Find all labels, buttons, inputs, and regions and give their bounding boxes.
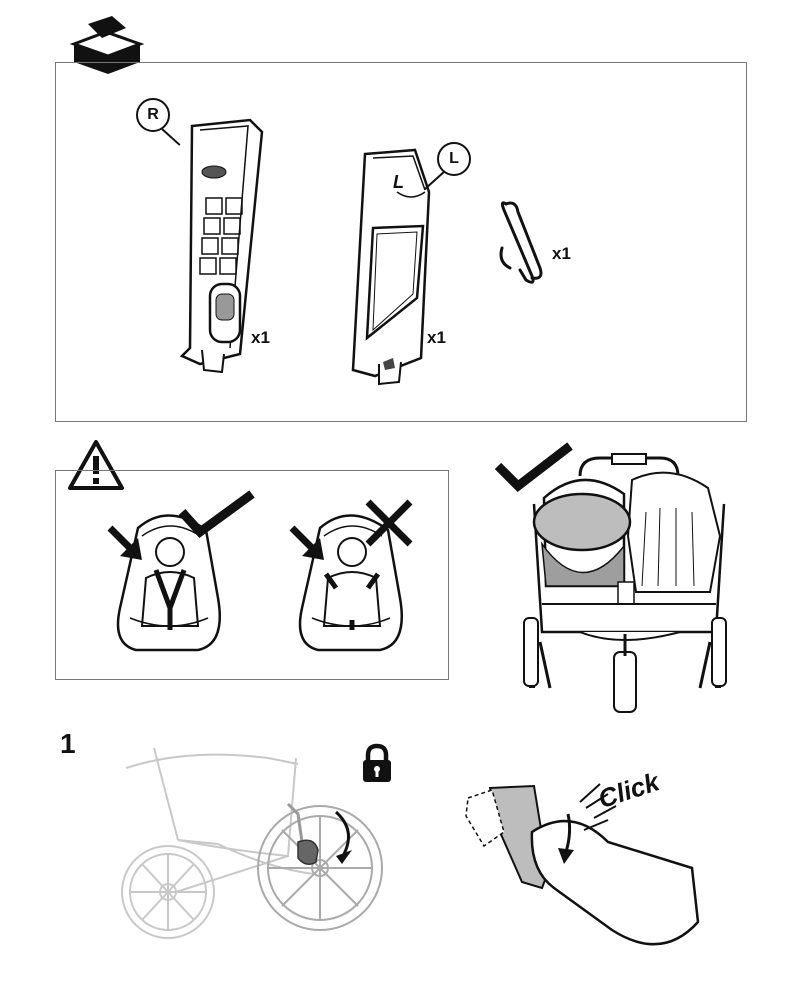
pointer-arrow-icon [289, 525, 324, 560]
left-adapter-drawing [351, 148, 431, 386]
clip-drawing [499, 201, 543, 284]
car-seat-correct-harness [116, 514, 222, 652]
right-adapter-quantity: x1 [251, 328, 270, 347]
warning-icon [68, 440, 124, 490]
box-icon [69, 16, 145, 74]
pointer-arrow-icon [107, 525, 142, 560]
clip-quantity: x1 [552, 244, 571, 263]
foot-pressing-brake-drawing [465, 783, 700, 946]
right-adapter-drawing [179, 118, 264, 374]
left-adapter-quantity: x1 [427, 328, 446, 347]
double-stroller-with-car-seat [523, 453, 727, 713]
parts-frame [55, 62, 747, 422]
cross-icon [365, 499, 413, 547]
stroller-rear-wheel-brake-drawing [121, 747, 383, 939]
warning-frame [55, 470, 449, 680]
check-icon [178, 490, 255, 539]
padlock-icon [363, 743, 391, 782]
left-adapter-marker: L [437, 142, 471, 176]
car-seat-incorrect-harness [298, 514, 404, 652]
step-number: 1 [60, 728, 76, 759]
left-adapter-embossed-letter: L [393, 172, 404, 192]
right-adapter-marker: R [136, 98, 170, 132]
check-icon [494, 442, 573, 492]
